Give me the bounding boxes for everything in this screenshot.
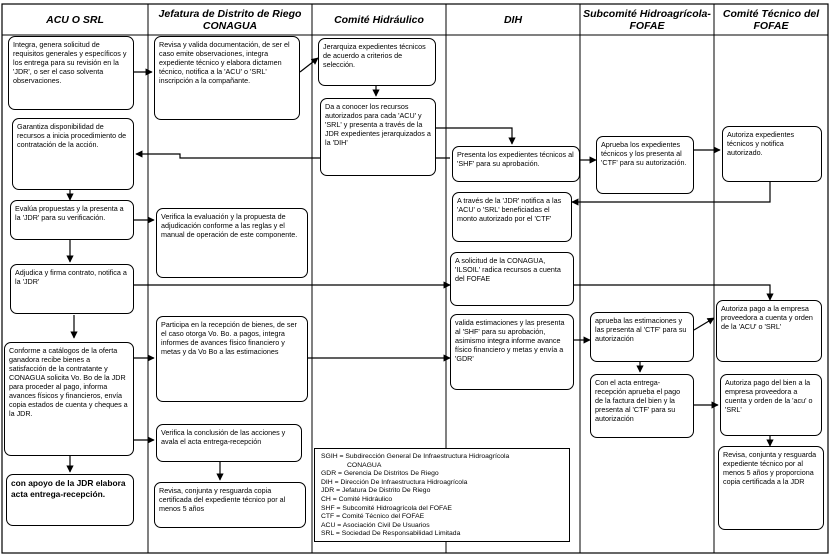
step-dih-3: A solicitud de la CONAGUA, 'ILSOIL' radi… — [450, 252, 574, 306]
legend-line: ACU = Asociación Civil De Usuarios — [321, 521, 430, 529]
step-dih-1: Presenta los expedientes técnicos al 'SH… — [452, 146, 580, 182]
legend-line: DIH = Dirección De Infraestructura Hidro… — [321, 478, 468, 486]
step-dih-2: A través de la 'JDR' notifica a las 'ACU… — [452, 192, 572, 242]
step-ch-2: Da a conocer los recursos autorizados pa… — [320, 98, 436, 176]
step-dih-4: valida estimaciones y las presenta al 'S… — [450, 314, 574, 390]
step-jdr-1: Revisa y valida documentación, de ser el… — [154, 36, 300, 120]
legend-line: CTF = Comité Técnico del FOFAE — [321, 513, 425, 521]
lane-header-acu: ACU O SRL — [46, 14, 104, 26]
step-ctf-3: Autoriza pago del bien a la empresa prov… — [720, 374, 822, 436]
step-jdr-4: Verifica la conclusión de las acciones y… — [156, 424, 302, 462]
step-shf-1: Aprueba los expedientes técnicos y los p… — [596, 136, 694, 194]
legend-line: JDR = Jefatura De Distrito De Riego — [321, 487, 431, 495]
legend-line: SGIH = Subdirección General De Infraestr… — [321, 453, 510, 460]
legend-line: SRL = Sociedad De Responsabilidad Limita… — [321, 530, 461, 538]
arrow-shf2-ctf2 — [693, 317, 715, 331]
lane-header-ctf: Comité Técnico del FOFAE — [722, 8, 820, 32]
lane-header-jdr: Jefatura de Distrito de Riego CONAGUA — [158, 8, 302, 32]
step-ctf-4: Revisa, conjunta y resguarda expediente … — [718, 446, 824, 530]
step-jdr-2: Verifica la evaluación y la propuesta de… — [156, 208, 308, 278]
arrow-ch2-dih1 — [436, 127, 516, 145]
step-acu-5: Conforme a catálogos de la oferta ganado… — [4, 342, 134, 456]
arrow-ctf1-dih2 — [571, 182, 771, 206]
step-acu-1: Integra, genera solicitud de requisitos … — [8, 36, 134, 110]
step-acu-2: Garantiza disponibilidad de recursos a i… — [12, 118, 134, 190]
step-shf-2: aprueba las estimaciones y las presenta … — [590, 312, 694, 362]
step-ctf-1: Autoriza expedientes técnicos y notifica… — [722, 126, 822, 182]
arrow-jdr1-ch1 — [299, 57, 319, 73]
legend-line: SHF = Subcomité Hidroagrícola del FOFAE — [321, 504, 452, 512]
lane-header-ch: Comité Hidráulico — [334, 14, 424, 26]
abbreviation-legend: SGIH = Subdirección General De Infraestr… — [314, 448, 570, 542]
step-acu-6: con apoyo de la JDR elabora acta entrega… — [6, 474, 134, 526]
legend-line: CH = Comité Hidráulico — [321, 495, 393, 503]
step-ctf-2: Autoriza pago a la empresa proveedora a … — [716, 300, 822, 362]
legend-line: GDR = Gerencia De Distritos De Riego — [321, 470, 439, 478]
step-acu-3: Evalúa propuestas y la presenta a la 'JD… — [10, 200, 134, 240]
step-jdr-5: Revisa, conjunta y resguarda copia certi… — [154, 482, 306, 528]
arrow-dih1-acu2 — [135, 150, 450, 159]
legend-line: CONAGUA — [347, 461, 382, 469]
step-ch-1: Jerarquiza expedientes técnicos de acuer… — [318, 38, 436, 86]
arrow-dih3-ctf2 — [574, 284, 774, 301]
lane-header-dih: DIH — [503, 14, 523, 26]
step-shf-3: Con el acta entrega-recepción aprueba el… — [590, 374, 694, 438]
step-jdr-3: Participa en la recepción de bienes, de … — [156, 316, 308, 402]
step-acu-4: Adjudica y firma contrato, notifica a la… — [10, 264, 134, 314]
lane-header-shf: Subcomité Hidroagrícola-FOFAE — [583, 8, 711, 32]
